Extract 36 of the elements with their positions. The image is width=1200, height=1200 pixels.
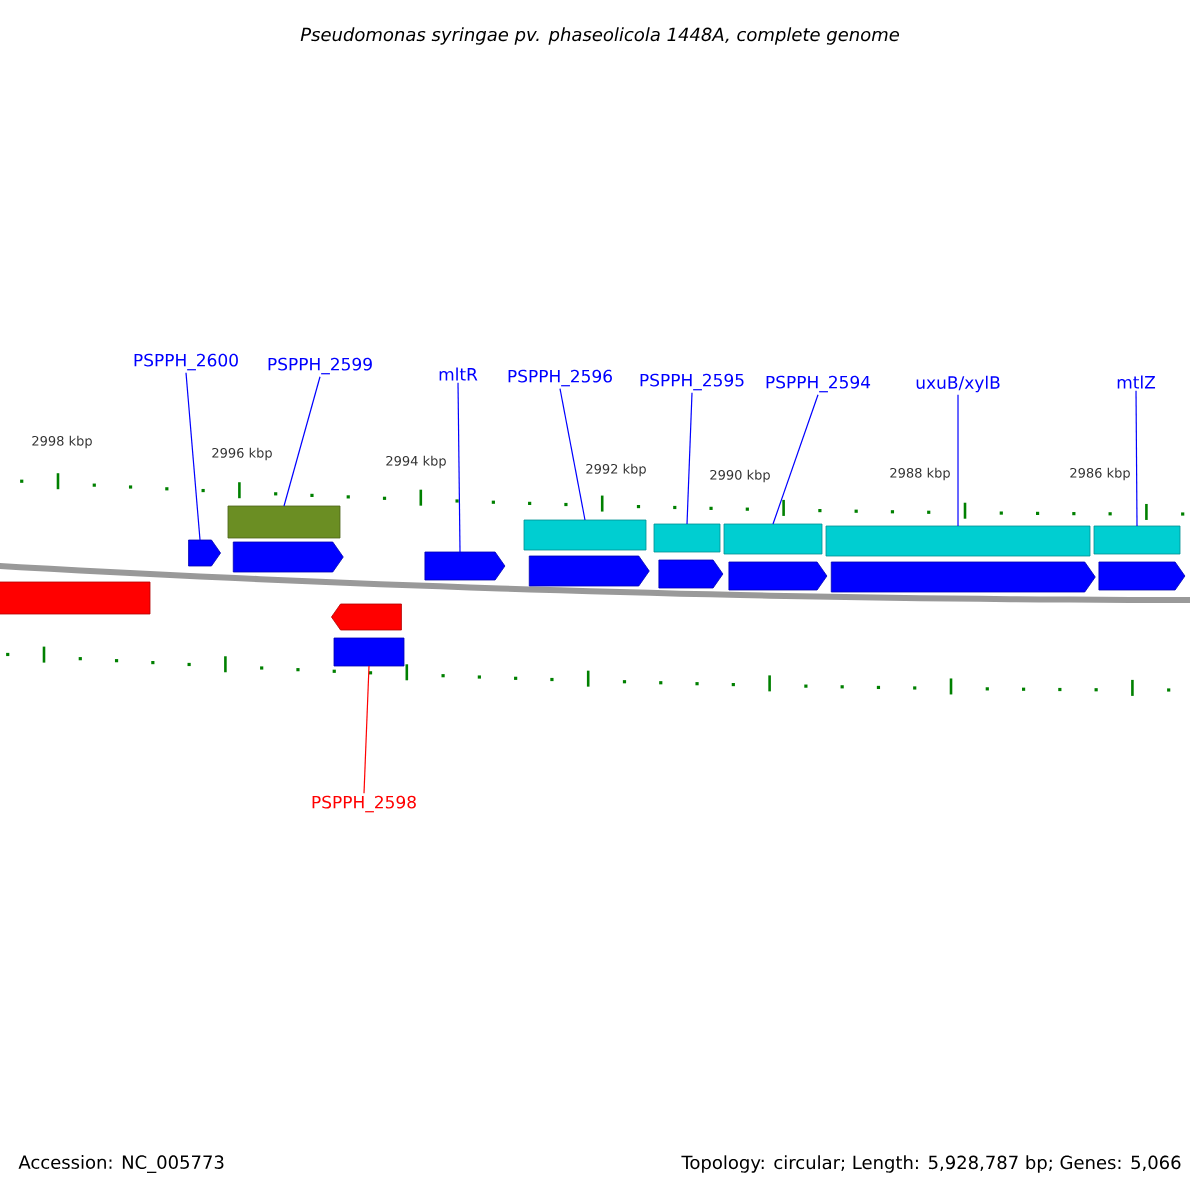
gene-glyph	[331, 603, 402, 631]
gene-label: mltR	[439, 367, 478, 381]
gene-label: PSPPH_2594	[766, 375, 871, 393]
leader-line	[772, 394, 819, 525]
leader-line	[457, 382, 461, 553]
leader-line	[957, 394, 959, 527]
gene-glyph	[227, 505, 341, 539]
accession-text: Accession: NC_005773	[18, 1155, 224, 1173]
gene-label: PSPPH_2595	[640, 373, 744, 391]
gene-glyph	[333, 637, 405, 667]
gene-glyph	[188, 539, 221, 567]
gene-glyph	[1098, 561, 1186, 591]
gene-glyph	[728, 561, 828, 591]
leader-line	[559, 388, 586, 521]
gene-glyph	[0, 581, 151, 615]
gene-label: mtlZ	[1117, 375, 1156, 389]
gene-label: PSPPH_2598	[312, 795, 416, 813]
title: Pseudomonas syringae pv. phaseolicola 1448A, complete genome	[300, 27, 900, 45]
gene-glyph	[232, 541, 344, 573]
leader-line	[686, 392, 693, 525]
gene-glyph	[523, 519, 647, 551]
leader-line	[1135, 390, 1138, 527]
gene-label: PSPPH_2600	[134, 353, 238, 371]
gene-label: PSPPH_2599	[268, 357, 372, 375]
leader-line	[283, 376, 321, 507]
leader-line	[363, 665, 370, 794]
leader-line	[185, 372, 201, 541]
gene-glyph	[653, 523, 721, 553]
gene-glyph	[424, 551, 506, 581]
gene-glyph	[723, 523, 823, 555]
gene-glyph	[528, 555, 650, 587]
gene-glyph	[1093, 525, 1181, 555]
gene-glyph	[658, 559, 724, 589]
gene-label: uxuB/xylB	[916, 375, 1000, 393]
genome-info-text: Topology: circular; Length: 5,928,787 bp; Genes: 5,066	[681, 1155, 1181, 1173]
gene-label: PSPPH_2596	[508, 369, 612, 387]
